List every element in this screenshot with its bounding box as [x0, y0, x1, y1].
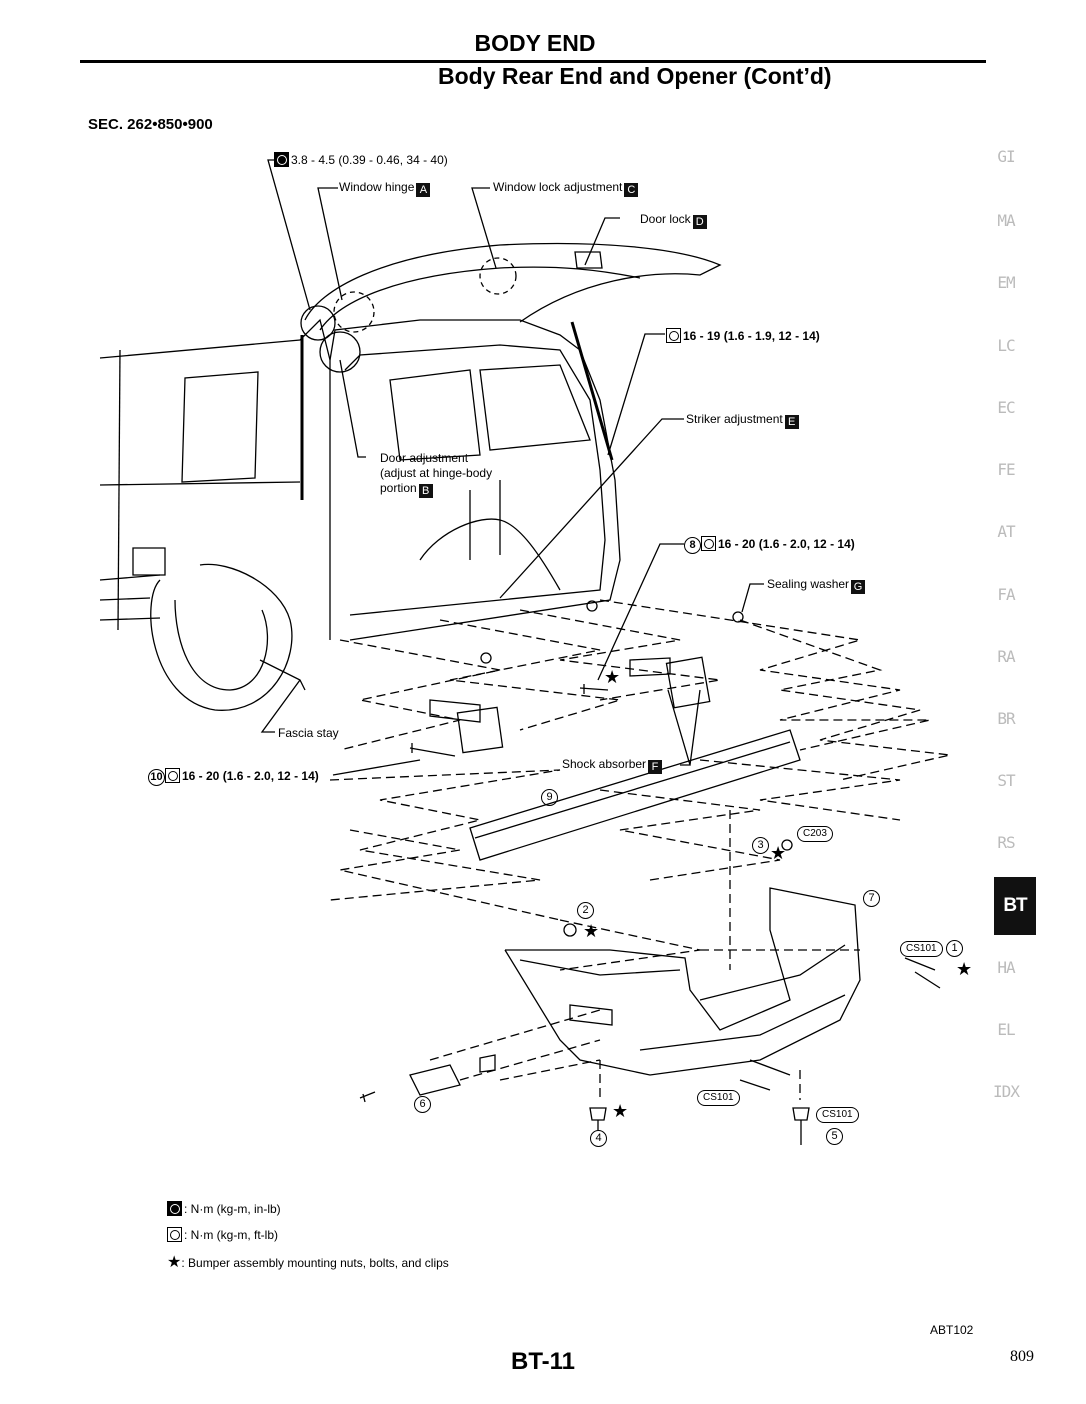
liftgate-outline [304, 242, 722, 331]
side-tab-ha[interactable]: HA [997, 958, 1015, 977]
torque-wrench-ftlb-icon [165, 768, 180, 783]
star-icon: ★ [167, 1254, 182, 1271]
torque-wrench-inlb-icon [274, 152, 289, 167]
star-marker: ★ [583, 921, 600, 941]
section-title: BODY END [474, 30, 596, 56]
hardware-parts [359, 600, 941, 1145]
figure-code: ABT102 [930, 1323, 974, 1337]
callout-number-7: 7 [863, 890, 880, 907]
callout-number-3: 3 [752, 837, 769, 854]
clip-cs101-label: CS101 [816, 1107, 859, 1123]
letter-g-badge: G [851, 580, 866, 594]
star-marker: ★ [770, 843, 787, 863]
legend-item-star: ★: Bumper assembly mounting nuts, bolts,… [167, 1254, 449, 1271]
side-tab-lc[interactable]: LC [997, 336, 1015, 355]
side-tab-br[interactable]: BR [997, 709, 1015, 728]
side-tab-ma[interactable]: MA [997, 211, 1015, 230]
side-tab-bt-active[interactable]: BT [994, 877, 1036, 935]
header-rule [80, 60, 986, 63]
side-tab-idx[interactable]: IDX [993, 1082, 1020, 1101]
page-number: 809 [1010, 1348, 1034, 1365]
door-adjustment-label: Door adjustment (adjust at hinge-body po… [380, 451, 493, 498]
torque-top-label: 3.8 - 4.5 (0.39 - 0.46, 34 - 40) [274, 152, 448, 168]
letter-e-badge: E [784, 415, 799, 429]
side-tab-em[interactable]: EM [997, 273, 1015, 292]
fascia-stay-label: Fascia stay [278, 726, 339, 740]
star-marker: ★ [604, 667, 621, 687]
side-tab-fa[interactable]: FA [997, 585, 1015, 604]
side-tab-ra[interactable]: RA [997, 647, 1015, 666]
torque-strut-label: 16 - 19 (1.6 - 1.9, 12 - 14) [666, 328, 820, 344]
side-tab-st[interactable]: ST [997, 771, 1015, 790]
legend-item-inlb: : N·m (kg-m, in-lb) [167, 1201, 281, 1216]
callout-number-10: 10 [148, 769, 165, 786]
side-tab-fe[interactable]: FE [997, 460, 1015, 479]
callout-number-4: 4 [590, 1130, 607, 1147]
callout-number-8: 8 [684, 537, 701, 554]
callout-number-9: 9 [541, 789, 558, 806]
legend-item-ftlb: : N·m (kg-m, ft-lb) [167, 1227, 278, 1242]
letter-a-badge: A [416, 183, 431, 197]
letter-d-badge: D [692, 215, 707, 229]
star-marker: ★ [612, 1101, 629, 1121]
callout-number-2: 2 [577, 902, 594, 919]
callout-number-1: 1 [946, 940, 963, 957]
detail-circles [300, 257, 517, 373]
letter-b-badge: B [418, 484, 433, 498]
clip-cs101-label: CS101 [697, 1090, 740, 1106]
side-tab-gi[interactable]: GI [997, 147, 1015, 166]
assembly-guide-lines [329, 599, 951, 1100]
letter-c-badge: C [624, 183, 639, 197]
star-marker: ★ [956, 959, 973, 979]
torque-wrench-ftlb-icon [666, 328, 681, 343]
clip-cs101-label: CS101 [900, 941, 943, 957]
page-code: BT-11 [510, 1348, 576, 1375]
side-tab-rs[interactable]: RS [997, 833, 1015, 852]
torque-wrench-inlb-icon [167, 1201, 182, 1216]
letter-f-badge: F [648, 760, 663, 774]
torque-wrench-ftlb-icon [167, 1227, 182, 1242]
side-tab-ec[interactable]: EC [997, 398, 1015, 417]
shock-absorber-bar [469, 729, 801, 861]
callout-number-5: 5 [826, 1128, 843, 1145]
callout-number-6: 6 [414, 1096, 431, 1113]
section-reference: SEC. 262•850•900 [88, 116, 213, 133]
side-tab-el[interactable]: EL [997, 1020, 1015, 1039]
page-subtitle: Body Rear End and Opener (Cont’d) [438, 63, 832, 89]
bumper-fascia [504, 887, 861, 1076]
vehicle-body-outline [99, 318, 621, 711]
leader-lines [260, 159, 764, 776]
side-tab-at[interactable]: AT [997, 522, 1015, 541]
clip-c203-label: C203 [797, 826, 833, 842]
torque-wrench-ftlb-icon [701, 536, 716, 551]
